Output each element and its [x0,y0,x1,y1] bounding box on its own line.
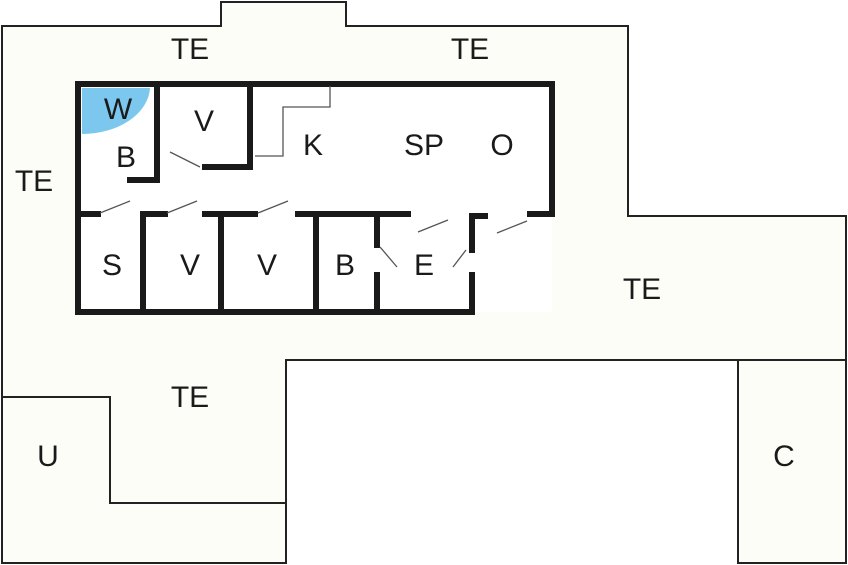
outbuilding-outline [2,396,286,504]
label-terrace: TE [170,381,210,414]
house-walls [75,81,555,315]
label-bedroom: V [256,249,278,282]
label-bathroom: B [334,249,356,282]
label-bedroom: V [193,105,215,138]
label-living: O [490,129,514,162]
label-kitchen: K [302,129,324,162]
label-entrance: E [413,249,435,282]
label-carport: C [773,440,795,473]
label-bathroom: B [115,141,137,174]
whirlpool-icon [82,88,150,135]
label-dining: SP [403,129,445,162]
label-terrace: TE [170,33,210,66]
carport-outline [737,359,847,564]
door-swings [99,86,528,268]
label-sauna: S [101,249,123,282]
label-terrace: TE [14,165,54,198]
label-terrace: TE [450,33,490,66]
label-terrace: TE [622,273,662,306]
label-whirlpool: W [103,93,133,126]
label-bedroom: V [179,249,201,282]
label-outbuilding: U [37,440,59,473]
